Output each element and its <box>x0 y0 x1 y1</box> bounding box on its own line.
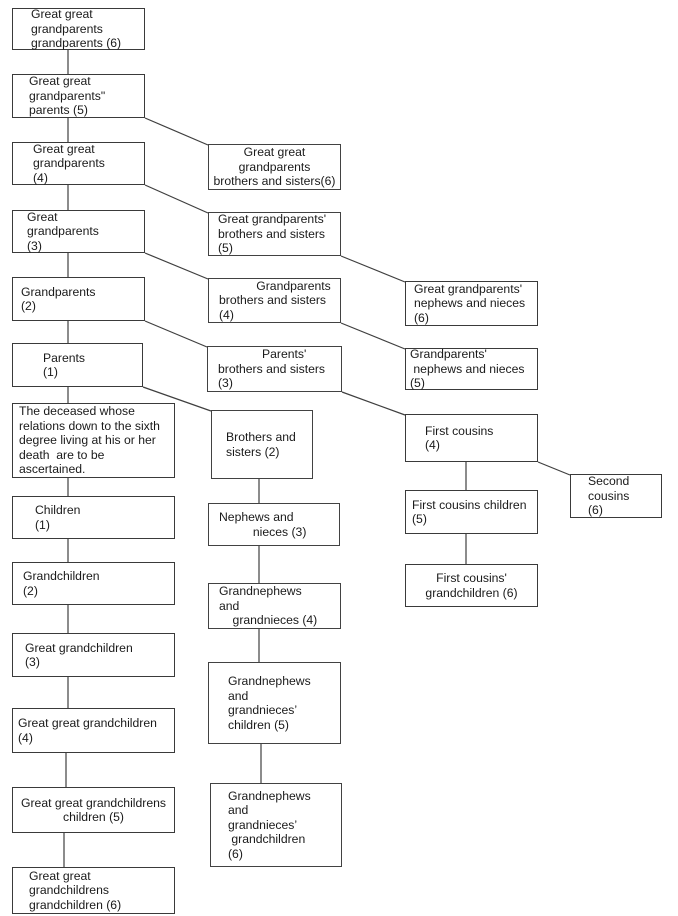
node-deceased: The deceased whose relations down to the… <box>12 403 175 478</box>
node-great-great-grandchildren: Great great grandchildren (4) <box>12 708 175 753</box>
node-great-grandchildren: Great grandchildren (3) <box>12 633 175 677</box>
edge-l2-m1 <box>144 117 209 146</box>
node-nephews-nieces: Nephews and nieces (3) <box>208 503 340 546</box>
node-grandnephews-grandnieces: Grandnephews and grandnieces (4) <box>208 583 341 629</box>
edge-m4-r3 <box>341 391 406 416</box>
node-great-grandparents-nephews-nieces: Great grandparents' nephews and nieces (… <box>405 281 538 326</box>
node-parents-brothers-sisters: Parents' brothers and sisters (3) <box>207 346 342 392</box>
node-great-great-grandparents-brothers-sisters: Great great grandparents brothers and si… <box>208 144 341 190</box>
node-first-cousins-children: First cousins children (5) <box>405 490 538 534</box>
node-grandnephews-grandnieces-children: Grandnephews and grandnieces’ children (… <box>208 662 341 744</box>
node-great-grandparents-brothers-sisters: Great grandparents' brothers and sisters… <box>208 212 341 256</box>
node-great-great-grandchildrens-children: Great great grandchildrens children (5) <box>12 787 175 833</box>
node-great-grandparents: Great grandparents (3) <box>12 210 145 253</box>
node-great-great-grandparents-grandparents: Great great grandparents grandparents (6… <box>12 7 145 50</box>
node-grandchildren: Grandchildren (2) <box>12 562 175 605</box>
node-great-great-grandchildrens-grandchildren: Great great grandchildrens grandchildren… <box>12 867 175 914</box>
node-brothers-sisters: Brothers and sisters (2) <box>211 410 313 479</box>
node-children: Children (1) <box>12 496 175 539</box>
edge-l3-m2 <box>144 184 209 214</box>
edge-m3-r2 <box>340 322 406 350</box>
node-grandparents-brothers-sisters: Grandparents brothers and sisters (4) <box>208 278 341 323</box>
node-parents: Parents (1) <box>12 343 143 387</box>
node-great-great-grandparents-parents: Great great grandparents" parents (5) <box>12 74 145 118</box>
edge-l4-m3 <box>144 252 209 280</box>
edge-m2-r1 <box>340 255 406 283</box>
node-grandnephews-grandnieces-grandchildren: Grandnephews and grandnieces’ grandchild… <box>210 783 342 867</box>
node-grandparents: Grandparents (2) <box>12 277 145 321</box>
node-great-great-grandparents: Great great grandparents (4) <box>12 142 145 185</box>
node-second-cousins: Second cousins (6) <box>570 474 662 518</box>
edge-l5-m4 <box>144 320 208 348</box>
edge-r3-r6 <box>537 461 571 476</box>
node-first-cousins-grandchildren: First cousins' grandchildren (6) <box>405 564 538 607</box>
node-first-cousins: First cousins (4) <box>405 414 538 462</box>
node-grandparents-nephews-nieces: Grandparents' nephews and nieces (5) <box>405 347 538 390</box>
